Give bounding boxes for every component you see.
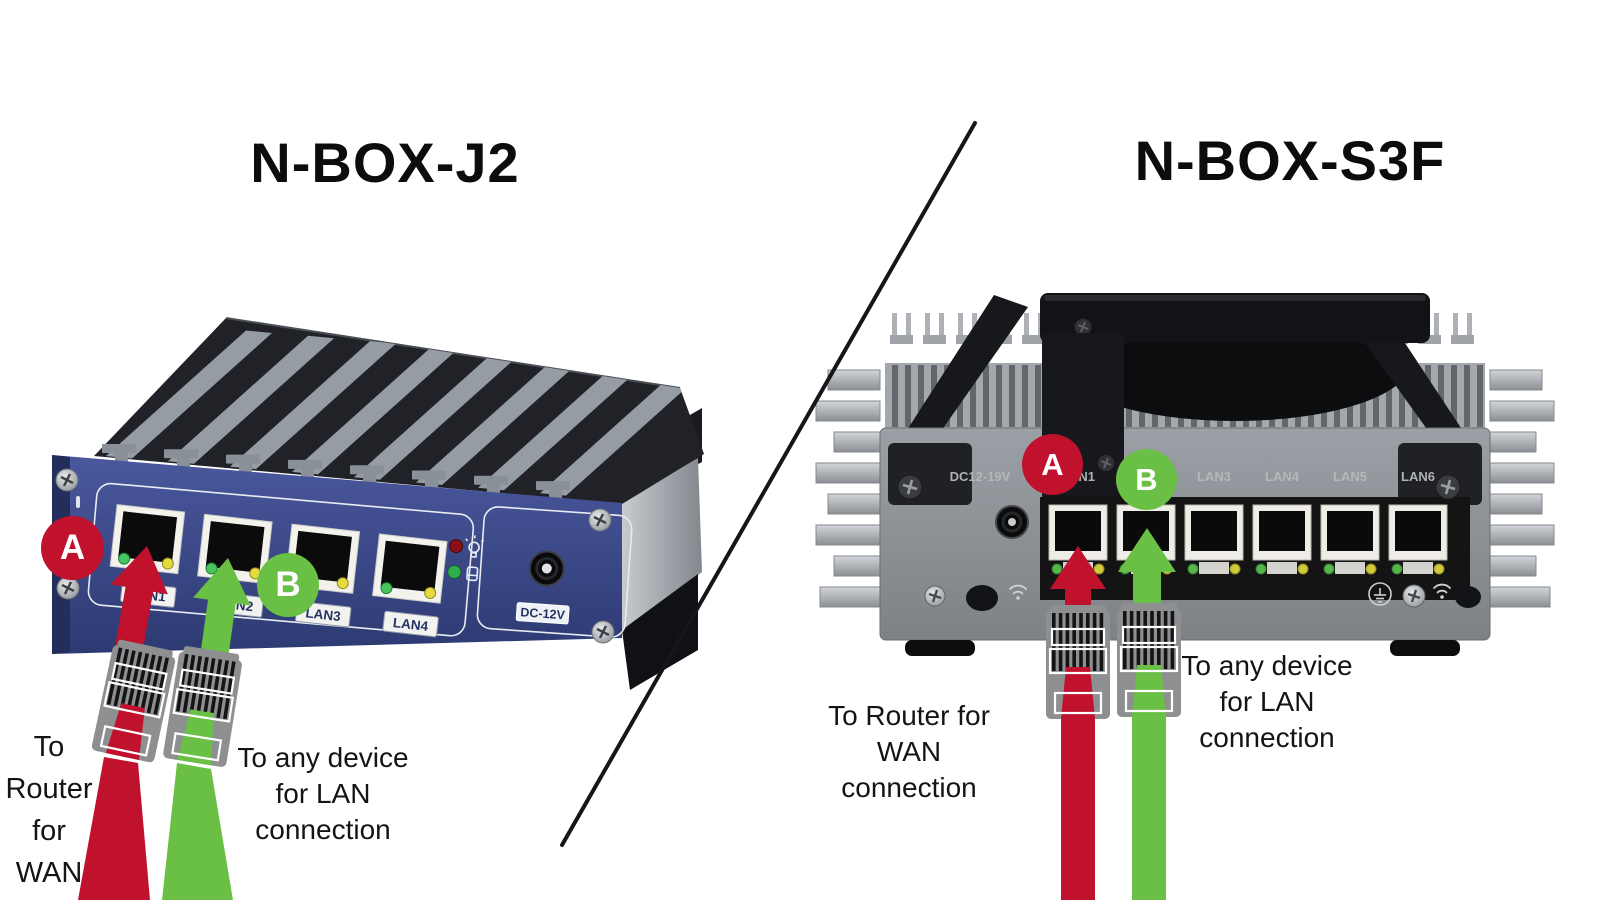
wan-cable-right <box>1061 716 1095 900</box>
divider-line <box>560 121 977 847</box>
caption-line: connection <box>255 814 391 845</box>
lan5-etched-label: LAN5 <box>1333 469 1367 484</box>
caption-line: for LAN <box>1219 686 1315 717</box>
wan-port-badge-a-right: A <box>1022 434 1083 495</box>
wan-port-badge-a-left: A <box>41 516 104 580</box>
lan-port <box>1184 504 1244 575</box>
rubber-foot <box>905 640 975 656</box>
lan-port-badge-b-left: B <box>257 553 319 617</box>
lan6-etched-label: LAN6 <box>1401 469 1435 484</box>
left-panel-power-section: DC-12V <box>447 506 633 638</box>
caption-line: To any device <box>1181 650 1353 681</box>
dc-jack <box>528 550 565 587</box>
lan-port-4: LAN4 <box>371 533 448 638</box>
column-screw <box>1096 453 1116 473</box>
right-product-title: N-BOX-S3F <box>1134 129 1446 192</box>
caption-line: for <box>32 815 66 847</box>
caption-line: WAN <box>15 857 83 889</box>
dc-input-label: DC12-19V <box>950 469 1011 484</box>
caption-line: for LAN <box>275 778 371 809</box>
bottom-screw <box>1402 584 1426 608</box>
lan-caption-left: To any device for LAN connection <box>217 740 429 848</box>
panel-screw <box>1435 474 1461 500</box>
lan-port-badge-b-right: B <box>1116 449 1177 510</box>
dc-12v-label: DC-12V <box>520 605 566 622</box>
antenna-hole <box>1455 586 1481 608</box>
left-device-heatsink <box>94 317 704 504</box>
lan-plug-left <box>162 644 244 768</box>
lan-cable-right <box>1132 714 1166 900</box>
lan3-etched-label: LAN3 <box>1197 469 1231 484</box>
left-product-title: N-BOX-J2 <box>250 131 520 194</box>
wan-plug-right <box>1046 605 1110 719</box>
antenna-hole <box>966 585 998 611</box>
lan-port <box>1388 504 1448 575</box>
right-device-side-fins <box>815 369 1555 608</box>
caption-line: To any device <box>237 742 409 773</box>
wan-caption-right: To Router for WAN connection <box>795 698 1023 806</box>
lan-port <box>1320 504 1380 575</box>
dc-label-box <box>515 602 570 625</box>
caption-line: connection <box>841 772 977 803</box>
caption-line: WAN <box>876 736 942 767</box>
lan-port <box>1252 504 1312 575</box>
wan-cable-left <box>78 757 150 900</box>
storage-led <box>447 565 462 580</box>
lan3-label: LAN3 <box>305 605 342 624</box>
storage-disk-icon <box>466 566 479 582</box>
ground-icon <box>1368 582 1392 606</box>
lan-caption-right: To any device for LAN connection <box>1160 648 1374 756</box>
wan-caption-left: To Router for WAN <box>2 726 96 894</box>
caption-line: connection <box>1199 722 1335 753</box>
bottom-screw <box>924 585 946 607</box>
bracket-screw <box>1073 317 1093 337</box>
caption-line: To <box>33 731 65 763</box>
dc-jack-right <box>995 505 1029 539</box>
power-led <box>449 539 464 554</box>
power-bulb-icon <box>465 535 485 558</box>
lan-port-2: LAN2 <box>197 513 273 618</box>
left-device-screws <box>55 468 615 644</box>
wan-plug-left <box>90 638 178 764</box>
caption-line: To Router for <box>828 700 990 731</box>
lan-plug-right <box>1117 603 1181 717</box>
rubber-foot <box>1390 640 1460 656</box>
panel-screw <box>897 474 923 500</box>
lan-cable-left <box>162 763 233 900</box>
lan4-label: LAN4 <box>392 615 429 634</box>
n-box-j2-device-photo: LAN1 LAN2 LAN3 <box>52 317 704 690</box>
caption-line: Router <box>5 773 93 805</box>
lan4-etched-label: LAN4 <box>1265 469 1300 484</box>
